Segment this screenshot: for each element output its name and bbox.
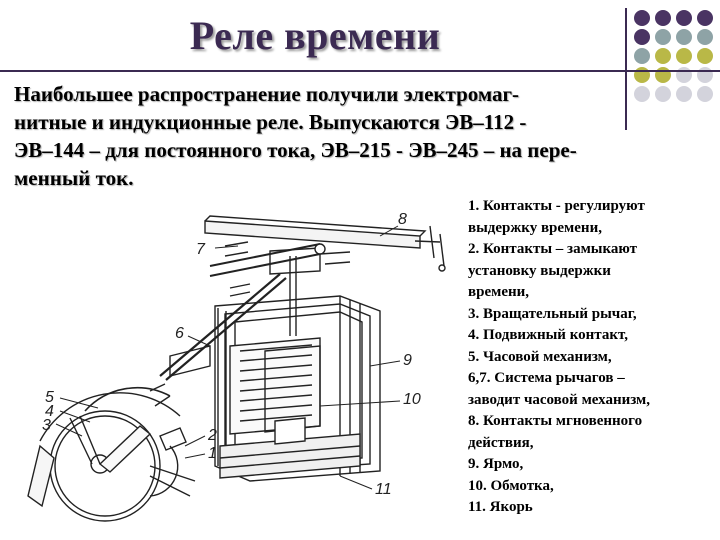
- callout-leaders: [55, 225, 401, 490]
- decorative-dot: [676, 86, 692, 102]
- instant-contacts-bar: [204, 215, 446, 272]
- legend-line: 6,7. Система рычагов –: [468, 370, 625, 386]
- callout-label: 11: [375, 481, 392, 498]
- decorative-dot: [655, 86, 671, 102]
- callout-label: 2: [207, 427, 217, 444]
- callout-label: 3: [42, 417, 51, 434]
- legend-line: 4. Подвижный контакт,: [468, 327, 628, 343]
- decorative-dot: [634, 29, 650, 45]
- legend-line: 8. Контакты мгновенного: [468, 413, 643, 429]
- legend-line: установку выдержки: [468, 262, 611, 279]
- legend-line: 3. Вращательный рычаг,: [468, 305, 637, 322]
- rod: [269, 247, 351, 336]
- decorative-dot: [634, 48, 650, 64]
- decorative-dot: [655, 48, 671, 64]
- decorative-dot: [655, 10, 671, 26]
- decorative-dot: [697, 86, 713, 102]
- legend-line: 1. Контакты - регулируют: [468, 198, 645, 214]
- intro-line: нитные и индукционные реле. Выпускаются …: [14, 110, 527, 134]
- callout-label: 8: [398, 211, 407, 228]
- intro-line: Наибольшее распространение получили элек…: [14, 82, 520, 106]
- decorative-dot: [634, 86, 650, 102]
- legend-line: 10. Обмотка,: [468, 477, 554, 494]
- legend-line: 11. Якорь: [468, 499, 533, 515]
- decorative-dot: [655, 29, 671, 45]
- callout-label: 1: [208, 445, 217, 462]
- legend-line: действия,: [468, 434, 534, 451]
- legend-line: 5. Часовой механизм,: [468, 348, 612, 365]
- callout-label: 5: [45, 389, 54, 406]
- lever-system: [159, 241, 326, 381]
- intro-line: менный ток.: [14, 166, 134, 190]
- decorative-dot: [676, 29, 692, 45]
- intro-line: ЭВ–144 – для постоянного тока, ЭВ–215 - …: [14, 138, 577, 162]
- coil: [229, 337, 321, 435]
- decorative-dot-grid: [634, 10, 713, 102]
- decorative-dot: [676, 48, 692, 64]
- legend-line: заводит часовой механизм,: [468, 391, 651, 408]
- callout-label: 9: [403, 352, 412, 369]
- legend-line: 2. Контакты – замыкают: [468, 241, 638, 257]
- callout-label: 6: [175, 325, 184, 342]
- decorative-dot: [697, 29, 713, 45]
- legend-line: выдержку времени,: [468, 219, 602, 236]
- time-relay-diagram: 8 7 6 5 4 3 2 1 9 10 11: [27, 211, 446, 522]
- decorative-dot: [634, 10, 650, 26]
- legend-line: 9. Ярмо,: [468, 456, 524, 472]
- decorative-dot: [697, 48, 713, 64]
- callout-label: 7: [196, 241, 206, 258]
- decorative-horizontal-rule: [0, 70, 720, 72]
- decorative-dot: [697, 10, 713, 26]
- component-legend: 1. Контакты - регулируют выдержку времен…: [468, 196, 718, 519]
- decorative-vertical-rule: [625, 8, 627, 130]
- callout-label: 4: [45, 403, 54, 420]
- decorative-dot: [676, 10, 692, 26]
- slide-title: Реле времени: [189, 13, 441, 58]
- clock-mechanism: [27, 383, 196, 522]
- callout-label: 10: [403, 391, 421, 408]
- armature: [219, 417, 361, 479]
- legend-line: времени,: [468, 284, 530, 300]
- intro-paragraph: Наибольшее распространение получили элек…: [14, 80, 704, 192]
